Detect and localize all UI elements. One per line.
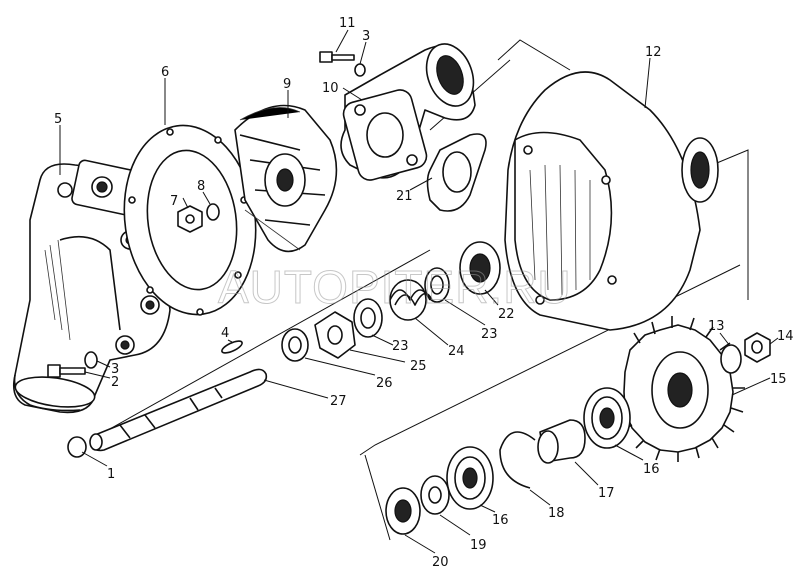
elbow-bolt-washer: [354, 63, 366, 77]
outlet-gasket: [426, 133, 487, 212]
lock-washer: [206, 203, 220, 221]
snap-ring-small: [67, 436, 87, 458]
callout-25: 25: [410, 359, 427, 374]
callout-14: 14: [777, 329, 794, 344]
callout-5: 5: [54, 112, 62, 127]
callout-12: 12: [645, 45, 662, 60]
housing-bolt: [47, 364, 86, 378]
callout-10: 10: [322, 81, 339, 96]
seal-ring-upper: [424, 267, 450, 303]
callout-17: 17: [598, 486, 615, 501]
callout-3b: 3: [362, 29, 370, 44]
callout-8: 8: [197, 179, 205, 194]
drive-gear: [621, 316, 745, 462]
watermark: AUTOPITER.RU: [218, 261, 572, 313]
callout-20: 20: [432, 555, 449, 570]
callout-27: 27: [330, 394, 347, 409]
pump-inlet-housing: [12, 159, 171, 414]
gear-nut: [744, 332, 771, 363]
callout-26: 26: [376, 376, 393, 391]
callout-21: 21: [396, 189, 413, 204]
callout-23a: 23: [481, 327, 498, 342]
ball-bearing-rear: [583, 387, 631, 449]
callout-23b: 23: [392, 339, 409, 354]
callout-13: 13: [708, 319, 725, 334]
callout-1: 1: [107, 467, 115, 482]
volute-casing: [504, 71, 719, 331]
callout-18: 18: [548, 506, 565, 521]
callout-15: 15: [770, 372, 787, 387]
impeller: [234, 104, 338, 253]
shaft-key: [221, 340, 243, 354]
callout-9: 9: [283, 77, 291, 92]
callout-2: 2: [111, 375, 119, 390]
seal-spring: [389, 279, 433, 321]
callout-4: 4: [221, 326, 229, 341]
elbow-bolt: [319, 51, 355, 63]
leader-lines: [59, 29, 779, 554]
callout-3a: 3: [111, 362, 119, 377]
callout-7: 7: [170, 194, 178, 209]
bearing-spacer: [537, 419, 586, 464]
gear-washer: [720, 344, 742, 374]
retaining-ring: [499, 431, 536, 489]
bearing-washer: [420, 475, 450, 515]
oil-seal: [459, 241, 501, 295]
thrust-washer: [281, 328, 309, 362]
callout-19: 19: [470, 538, 487, 553]
pump-shaft: [89, 368, 268, 452]
seal-retainer: [314, 311, 356, 359]
callout-11: 11: [339, 16, 356, 31]
callout-16b: 16: [492, 513, 509, 528]
callout-16a: 16: [643, 462, 660, 477]
housing-bolt-washer: [84, 351, 98, 369]
callout-6: 6: [161, 65, 169, 80]
outlet-elbow: [340, 43, 476, 181]
callout-numbers: 1 2 3 3 4 5 6 7 8 9 10 11 12 13 14 15 16…: [54, 16, 794, 570]
callout-24: 24: [448, 344, 465, 359]
callout-22: 22: [498, 307, 515, 322]
bearing-cap: [385, 487, 421, 535]
impeller-nut: [177, 205, 203, 233]
ball-bearing-front: [446, 446, 494, 510]
seal-ring-lower: [353, 298, 383, 338]
